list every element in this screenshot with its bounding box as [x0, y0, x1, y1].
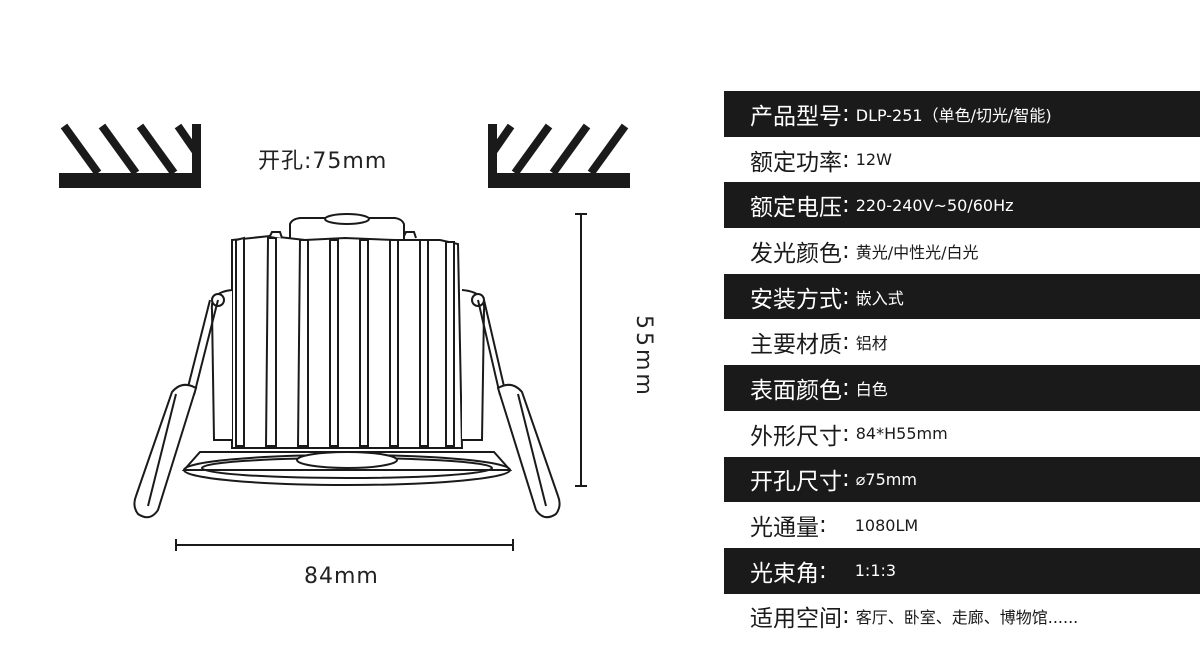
spec-row-light-color: 发光颜色: 黄光/中性光/白光 — [724, 228, 1200, 274]
spec-row-power: 额定功率: 12W — [724, 136, 1200, 183]
spec-row-voltage: 额定电压: 220-240V~50/60Hz — [724, 182, 1200, 229]
spec-key: 开孔尺寸 — [750, 469, 842, 496]
spec-value: 220-240V~50/60Hz — [855, 195, 1014, 215]
spec-value: 12W — [855, 150, 892, 170]
spec-key: 额定电压 — [750, 195, 842, 222]
spec-key: 产品型号 — [750, 103, 842, 130]
ceiling-right-section — [488, 123, 630, 188]
spec-key: 外形尺寸 — [750, 423, 842, 450]
spec-row-material: 主要材质: 铝材 — [724, 319, 1200, 366]
spring-clip-left — [133, 299, 219, 519]
spec-key: 额定功率 — [750, 149, 842, 176]
downlight-body — [181, 213, 513, 486]
width-dimension-line — [175, 539, 514, 551]
spec-key: 适用空间 — [750, 606, 842, 633]
spec-key: 安装方式 — [750, 286, 842, 313]
spec-key: 光通量 — [750, 515, 819, 542]
spec-value: DLP-251（单色/切光/智能) — [855, 105, 1052, 125]
spec-value: 白色 — [855, 379, 888, 399]
ceiling-left-section — [59, 123, 201, 188]
spec-key: 光束角 — [750, 560, 819, 587]
spec-value: 1:1:3 — [854, 561, 897, 581]
spec-key: 发光颜色 — [750, 240, 842, 267]
spring-clip-right — [477, 299, 561, 519]
spec-table: 产品型号: DLP-251（单色/切光/智能) 额定功率: 12W 额定电压: … — [724, 91, 1200, 640]
spec-value: 铝材 — [855, 334, 888, 354]
spec-row-application: 适用空间: 客厅、卧室、走廊、博物馆...... — [724, 593, 1200, 640]
cutout-size-label: 开孔:75mm — [258, 149, 388, 174]
spec-row-cutout: 开孔尺寸: ⌀75mm — [724, 456, 1200, 503]
height-dimension-label: 55mm — [631, 315, 656, 398]
spec-row-model: 产品型号: DLP-251（单色/切光/智能) — [724, 91, 1200, 137]
spec-value: 嵌入式 — [855, 288, 904, 308]
spec-row-installation: 安装方式: 嵌入式 — [724, 273, 1200, 320]
spec-value: 黄光/中性光/白光 — [855, 242, 979, 262]
width-dimension-label: 84mm — [304, 564, 379, 589]
spec-row-dimensions: 外形尺寸: 84*H55mm — [724, 410, 1200, 457]
product-drawing — [59, 123, 630, 551]
spec-row-luminous-flux: 光通量: 1080LM — [724, 502, 1200, 548]
spec-key: 主要材质 — [750, 332, 842, 359]
spec-value: ⌀75mm — [855, 469, 917, 489]
spec-row-beam-angle: 光束角: 1:1:3 — [724, 547, 1200, 594]
spec-key: 表面颜色 — [750, 377, 842, 404]
height-dimension-line — [575, 213, 587, 487]
spec-value: 客厅、卧室、走廊、博物馆...... — [855, 608, 1079, 628]
spec-row-surface-color: 表面颜色: 白色 — [724, 365, 1200, 411]
spec-value: 1080LM — [854, 515, 919, 535]
spec-value: 84*H55mm — [855, 424, 948, 444]
